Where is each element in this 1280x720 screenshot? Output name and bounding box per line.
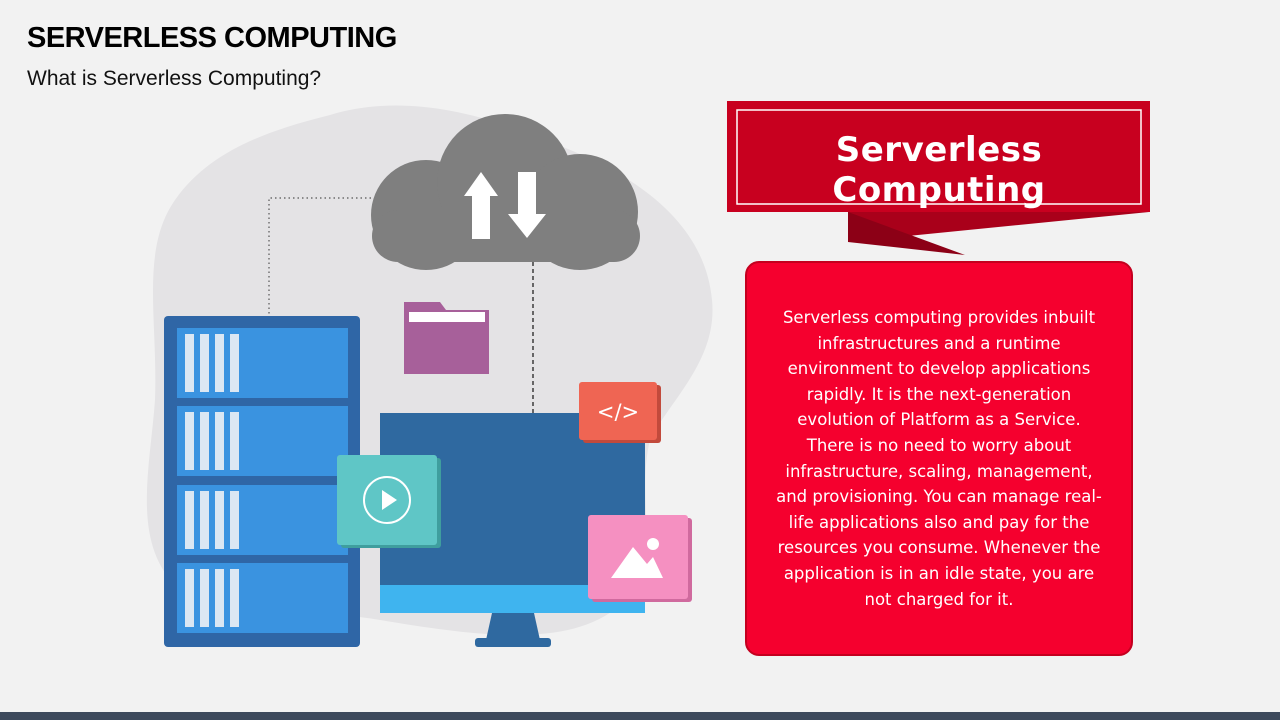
banner-title: Serverless Computing — [832, 130, 1046, 210]
upload-arrow-icon — [464, 172, 498, 239]
image-icon — [588, 515, 692, 602]
description-panel — [745, 261, 1133, 656]
slide-title: SERVERLESS COMPUTING — [27, 22, 397, 54]
folder-icon — [404, 302, 489, 374]
title-banner — [727, 101, 1150, 255]
code-glyph: </> — [597, 400, 639, 424]
description-text: Serverless computing provides inbuilt in… — [776, 308, 1102, 609]
server-rack-icon — [164, 316, 360, 647]
bottom-bar — [0, 712, 1280, 720]
slide-subtitle: What is Serverless Computing? — [27, 67, 322, 90]
code-icon: </> — [579, 382, 661, 443]
download-arrow-icon — [508, 172, 546, 238]
play-video-icon — [337, 455, 441, 548]
